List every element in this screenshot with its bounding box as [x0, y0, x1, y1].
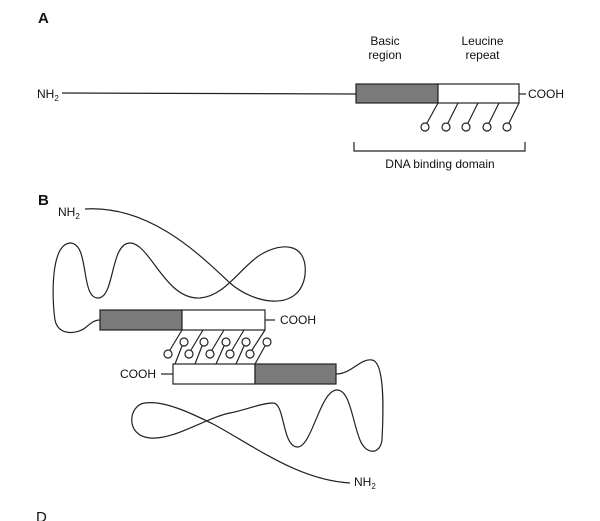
b-lower-chain	[131, 359, 384, 484]
subscript: 2	[75, 212, 80, 221]
leucine-repeat-line2: repeat	[465, 48, 500, 62]
b-lower-c-terminus-label: COOH	[120, 367, 156, 381]
a-dna-binding-bracket	[353, 142, 526, 152]
leucine-repeat-label: Leucine repeat	[455, 34, 510, 62]
leucine-repeat-line1: Leucine	[461, 34, 504, 48]
basic-region-line2: region	[368, 48, 402, 62]
b-upper-basic-region	[99, 309, 183, 331]
b-lower-basic-region	[254, 363, 337, 385]
nh-text: NH	[58, 205, 76, 219]
a-leucine-repeat-box	[437, 83, 520, 104]
a-polypeptide-line	[61, 92, 357, 95]
subscript: 2	[54, 94, 59, 103]
nh-text: NH	[37, 87, 55, 101]
panel-a-label: A	[38, 10, 49, 27]
panel-b-label: B	[38, 192, 49, 209]
a-leucine-pins	[420, 102, 520, 132]
basic-region-label: Basic region	[360, 34, 410, 62]
b-leucine-zipper-pins	[163, 329, 272, 365]
basic-region-line1: Basic	[370, 34, 400, 48]
subscript: 2	[371, 482, 376, 491]
nh-text: NH	[354, 475, 372, 489]
a-n-terminus-label: NH2	[37, 87, 59, 106]
a-basic-region-box	[355, 83, 439, 104]
b-lower-n-terminus-label: NH2	[354, 475, 376, 494]
b-lower-leucine-repeat	[172, 363, 256, 385]
panel-d-label: D	[36, 509, 47, 521]
b-upper-c-terminus-label: COOH	[280, 313, 316, 327]
b-upper-leucine-repeat	[181, 309, 266, 331]
b-upper-n-terminus-label: NH2	[58, 205, 80, 224]
b-upper-chain	[52, 208, 306, 334]
dna-binding-domain-label: DNA binding domain	[385, 157, 495, 171]
a-c-terminus-label: COOH	[528, 87, 564, 101]
